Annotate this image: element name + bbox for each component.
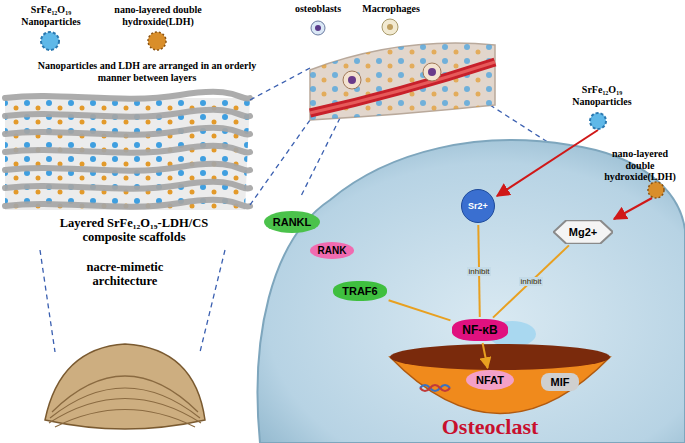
macrophage-icon: [382, 19, 398, 35]
osteoclast-cell: [250, 120, 685, 443]
edge-label: inhibit: [519, 277, 544, 286]
node-text: TRAF6: [342, 285, 377, 297]
shell-body: [45, 344, 205, 429]
layered-scaffold: [5, 92, 250, 210]
scaffold-layer: [5, 92, 250, 99]
osteoblast-icon: [311, 21, 325, 35]
figure-label: osteoblasts: [283, 3, 353, 15]
figure-label: Layered SrFe₁₂O₁₉-LDH/CS composite scaff…: [36, 216, 232, 245]
figure-label: nano-layered double hydroxide(LDH): [110, 4, 206, 27]
magnesium-ion: Mg2+: [553, 220, 613, 244]
scaffold-layer: [5, 182, 250, 189]
traf6-protein: TRAF6: [333, 281, 386, 301]
figure-label: nacre-mimetic architecture: [70, 260, 180, 289]
mif-gene: MIF: [541, 373, 580, 391]
node-text: Sr2+: [468, 201, 488, 211]
node-text: RANKL: [273, 216, 312, 228]
osteoblast-nucleus: [315, 25, 321, 31]
nfat-factor: NFAT: [466, 370, 514, 390]
zoom-line: [300, 118, 340, 198]
nanoparticle-icon: [41, 32, 59, 50]
zoom-line: [250, 68, 310, 100]
figure-label: Nanoparticles and LDH are arranged in an…: [22, 60, 272, 83]
scaffold-layer: [5, 110, 250, 117]
hexagon-shape: [553, 220, 612, 244]
cell-nucleus: [348, 76, 356, 84]
edge-label: inhibit: [467, 267, 492, 276]
shell-stripe: [55, 410, 195, 428]
nucleus-opening: [390, 344, 610, 370]
zoom-line: [250, 120, 310, 205]
scaffold-layer: [5, 128, 250, 135]
ldh-icon: [648, 182, 664, 198]
shell-stripe: [50, 388, 200, 418]
scaffold-layer: [5, 200, 250, 207]
blood-vessel: [310, 62, 495, 113]
cell-membrane: [258, 140, 685, 443]
cell-nucleus: [428, 68, 436, 76]
tissue-ground: [310, 43, 495, 120]
pathway-connector: [493, 245, 569, 317]
figure-label: SrFe₁₂O₁₉ Nanoparticles: [560, 84, 644, 107]
tissue-inset: [310, 43, 495, 120]
strontium-ion: Sr2+: [461, 189, 495, 223]
release-arrow: [614, 198, 652, 219]
node-text: NF-κB: [462, 323, 497, 337]
pathway-connector: [389, 300, 451, 320]
release-arrow: [497, 130, 598, 196]
dna-strand: [420, 385, 450, 391]
dna-strand: [420, 385, 450, 391]
nacre-shell: [45, 344, 205, 429]
figure-label: SrFe₁₂O₁₉ Nanoparticles: [8, 4, 94, 27]
osteoclast-cell: Osteoclast RANKL RANK TRAF6 Sr2+ Mg2+ NF-κB NFA…: [250, 120, 685, 443]
figure-label: Macrophages: [355, 3, 427, 15]
ldh-icon: [148, 32, 166, 50]
zoom-line: [200, 250, 225, 352]
nanoparticle-icon: [590, 113, 606, 129]
scaffold-ground: [5, 98, 250, 210]
tissue-cell: [343, 71, 361, 89]
rankl-ligand: RANKL: [264, 211, 321, 233]
node-text: RANK: [318, 245, 347, 256]
scaffold-layer: [5, 164, 250, 171]
node-text: MIF: [551, 376, 570, 388]
shell-stripe: [52, 376, 198, 412]
node-text: NFAT: [476, 374, 504, 386]
figure-label: nano-layered double hydroxide(LDH): [598, 148, 682, 183]
node-text: Mg2+: [569, 226, 597, 238]
tissue-cell: [423, 63, 441, 81]
nfkb-protein: NF-κB: [452, 319, 507, 341]
tissue-particles: [310, 43, 495, 120]
blood-vessel-highlight: [310, 62, 495, 113]
macrophage-nucleus: [387, 24, 393, 30]
cell-title: Osteoclast: [442, 414, 539, 440]
scaffold-layer: [5, 146, 250, 153]
scaffold-particles: [5, 98, 250, 210]
pathway-connector: [483, 343, 488, 368]
rank-receptor: RANK: [310, 242, 355, 259]
zoom-line: [40, 250, 55, 352]
